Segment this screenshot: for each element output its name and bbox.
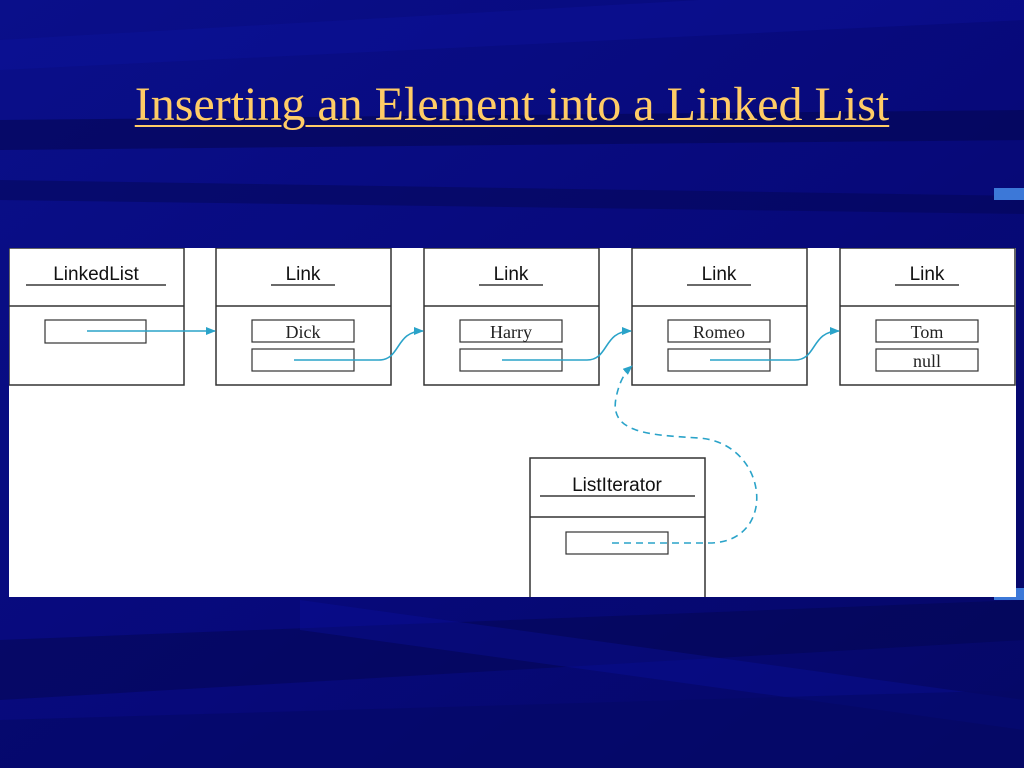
data-field [459, 319, 563, 343]
linked-list-node: LinkedList [9, 248, 185, 386]
next-pointer-arrow [502, 327, 632, 361]
link-label: Link [494, 264, 529, 285]
link-node-harry: Link Harry [423, 248, 600, 386]
list-iterator-label: ListIterator [572, 475, 662, 496]
link-label: Link [702, 264, 737, 285]
link-node-romeo: Link Romeo [631, 248, 808, 386]
linked-list-diagram: LinkedList Link Dick Link Harry Li [9, 248, 1016, 597]
next-pointer-arrow [710, 327, 840, 361]
linked-list-label: LinkedList [53, 264, 139, 285]
data-value: Tom [911, 322, 944, 342]
data-field [667, 319, 771, 343]
data-value: Dick [286, 322, 321, 342]
data-value: Harry [490, 322, 532, 342]
null-value: null [913, 351, 941, 371]
data-field [875, 319, 979, 343]
accent-stripe [994, 188, 1024, 200]
data-field [251, 319, 355, 343]
data-value: Romeo [693, 322, 745, 342]
next-field [875, 348, 979, 372]
slide-title: Inserting an Element into a Linked List [134, 78, 890, 131]
iterator-pointer-arrow [612, 365, 758, 544]
diagram-canvas: LinkedList Link Dick Link Harry Li [9, 248, 1016, 597]
next-pointer-arrow [294, 327, 424, 361]
link-label: Link [910, 264, 945, 285]
link-node-tom: Link Tom null [839, 248, 1016, 386]
link-node-dick: Link Dick [215, 248, 392, 386]
list-iterator-node: ListIterator [529, 457, 706, 597]
link-label: Link [286, 264, 321, 285]
